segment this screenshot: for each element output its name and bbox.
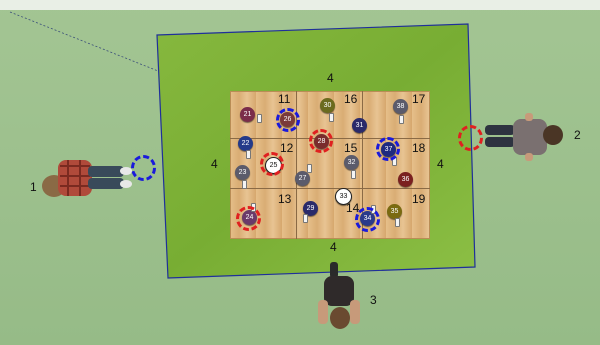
coin-31[interactable]: 31	[352, 118, 367, 133]
player-label-2: 2	[574, 128, 581, 142]
peg	[246, 150, 251, 159]
player-figure-1[interactable]	[40, 140, 136, 204]
coin-38[interactable]: 38	[393, 99, 408, 114]
side-label-top: 4	[327, 71, 334, 85]
player-label-3: 3	[370, 293, 377, 307]
blue-target-ring[interactable]	[276, 108, 300, 132]
red-target-ring[interactable]	[236, 206, 261, 231]
blue-target-ring[interactable]	[376, 137, 400, 161]
red-target-ring[interactable]	[309, 129, 333, 153]
zone-label-17: 17	[412, 92, 425, 106]
coin-23[interactable]: 23	[235, 165, 250, 180]
coin-32[interactable]: 32	[344, 155, 359, 170]
peg	[257, 114, 262, 123]
grid-line	[230, 188, 430, 189]
zone-label-16: 16	[344, 92, 357, 106]
coin-35[interactable]: 35	[387, 204, 402, 219]
coin-21[interactable]: 21	[240, 107, 255, 122]
player-label-1: 1	[30, 180, 37, 194]
side-label-right: 4	[437, 157, 444, 171]
peg	[399, 115, 404, 124]
side-label-left: 4	[211, 157, 218, 171]
player-figure-2[interactable]	[485, 113, 571, 165]
blue-target-ring[interactable]	[355, 207, 380, 232]
zone-label-18: 18	[412, 141, 425, 155]
zone-label-13: 13	[278, 192, 291, 206]
peg	[329, 113, 334, 122]
red-target-ring[interactable]	[260, 152, 284, 176]
zone-label-11: 11	[278, 92, 290, 106]
coin-33[interactable]: 33	[335, 188, 352, 205]
peg	[307, 164, 312, 173]
zone-label-12: 12	[280, 141, 293, 155]
coin-22[interactable]: 22	[238, 136, 253, 151]
coin-27[interactable]: 27	[295, 171, 310, 186]
peg	[242, 180, 247, 189]
red-target-ring[interactable]	[458, 125, 483, 151]
zone-label-15: 15	[344, 141, 357, 155]
coin-30[interactable]: 30	[320, 98, 335, 113]
peg	[351, 170, 356, 179]
player-figure-3[interactable]	[314, 262, 366, 332]
peg	[303, 214, 308, 223]
side-label-bottom: 4	[330, 240, 337, 254]
peg	[395, 218, 400, 227]
zone-label-19: 19	[412, 192, 425, 206]
coin-36[interactable]: 36	[398, 172, 413, 187]
